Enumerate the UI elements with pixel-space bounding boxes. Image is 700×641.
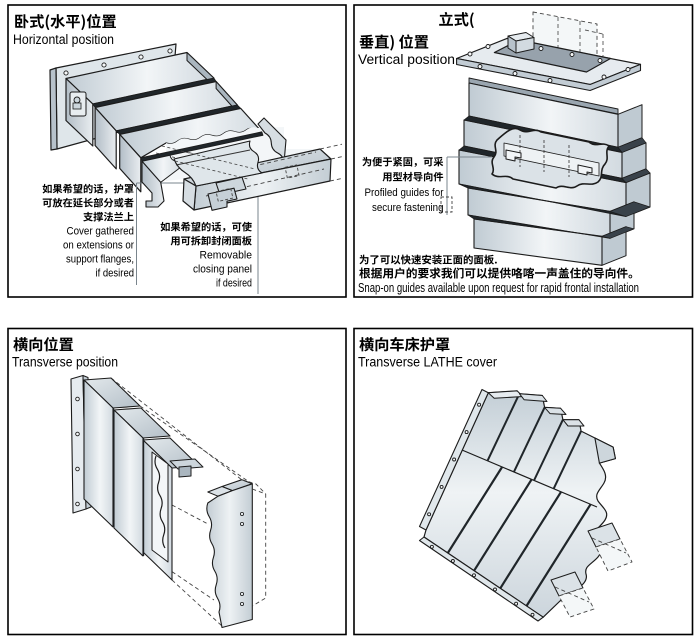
- svg-text:support flanges,: support flanges,: [66, 254, 134, 266]
- svg-text:Snap-on guides available upon: Snap-on guides available upon request fo…: [358, 280, 639, 295]
- svg-text:Horizontal position: Horizontal position: [13, 32, 114, 47]
- svg-text:Cover gathered: Cover gathered: [67, 226, 135, 238]
- svg-text:Profiled guides for: Profiled guides for: [365, 187, 444, 199]
- svg-text:secure fastening: secure fastening: [372, 202, 444, 214]
- svg-text:if desired: if desired: [96, 268, 135, 280]
- svg-text:if desired: if desired: [216, 278, 252, 290]
- svg-text:Transverse LATHE cover: Transverse LATHE cover: [358, 355, 497, 370]
- svg-text:Removable: Removable: [200, 250, 253, 262]
- svg-text:Transverse position: Transverse position: [12, 355, 118, 370]
- svg-text:on extensions or: on extensions or: [63, 240, 134, 252]
- svg-text:closing panel: closing panel: [193, 264, 252, 276]
- svg-text:Vertical position: Vertical position: [358, 52, 455, 67]
